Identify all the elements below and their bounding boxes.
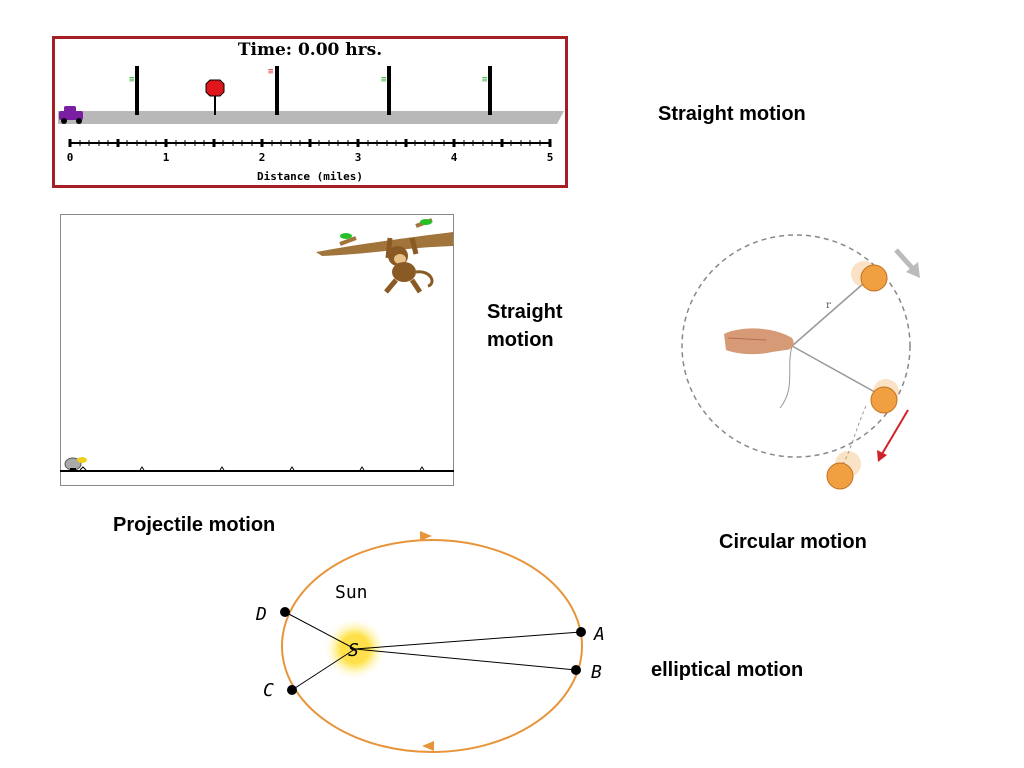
circular-motion-diagram: r — [676, 228, 944, 498]
elliptical-orbit-diagram: Sun S A B C D — [250, 530, 630, 762]
axis-tick-labels: 0 1 2 3 4 5 — [67, 151, 554, 164]
orbit-direction-arrow — [422, 741, 434, 751]
svg-text:≡: ≡ — [129, 75, 135, 85]
cannon-icon — [64, 457, 87, 472]
car-simulation-panel: Time: 0.00 hrs. ≡ ≡ ≡ ≡ 0 1 2 — [52, 36, 568, 188]
tick-label: 4 — [451, 151, 458, 164]
tick-label: 2 — [259, 151, 266, 164]
tick-label: 1 — [163, 151, 170, 164]
orbit-point — [576, 627, 586, 637]
velocity-arrow — [881, 409, 909, 455]
elliptical-motion-label: elliptical motion — [651, 659, 804, 681]
monkey-projectile-svg — [60, 214, 454, 486]
time-label: Time: 0.00 hrs. — [238, 40, 382, 60]
elliptical-orbit-svg: Sun S A B C D — [255, 531, 605, 753]
elliptical-orbit — [281, 539, 583, 753]
orbit-point — [571, 665, 581, 675]
motion-arrow — [894, 248, 916, 272]
axis-minor-ticks — [79, 140, 541, 146]
point-b-label: B — [591, 662, 602, 683]
orbit-direction-arrow — [420, 531, 432, 541]
straight-motion-label-1: Straight motion — [658, 103, 806, 125]
straight-motion-label-2: Straight motion — [487, 301, 563, 351]
stop-sign-icon — [205, 79, 225, 97]
radius-label: r — [826, 300, 831, 311]
sun-point-label: S — [348, 640, 359, 661]
road — [58, 111, 564, 124]
svg-text:≡: ≡ — [482, 75, 488, 85]
tick-label: 5 — [547, 151, 554, 164]
car-icon — [59, 106, 83, 124]
projectile-motion-label: Projectile motion — [113, 514, 276, 536]
point-d-label: D — [255, 604, 267, 625]
string — [791, 275, 873, 347]
monkey-projectile-panel — [60, 214, 454, 486]
ball — [860, 264, 888, 292]
tick-label: 0 — [67, 151, 74, 164]
axis-major-ticks — [68, 139, 552, 147]
svg-text:≡: ≡ — [381, 75, 387, 85]
ball — [870, 386, 898, 414]
distance-axis-label: Distance (miles) — [257, 170, 363, 183]
signal-post-3: ≡ — [381, 66, 391, 115]
sun-label: Sun — [335, 582, 368, 603]
signal-post-2: ≡ — [268, 66, 279, 115]
stop-sign-post — [205, 79, 225, 115]
signal-post-1: ≡ — [129, 66, 139, 115]
car-simulation-svg: Time: 0.00 hrs. ≡ ≡ ≡ ≡ 0 1 2 — [52, 36, 568, 188]
orbit-point — [280, 607, 290, 617]
signal-post-4: ≡ — [482, 66, 492, 115]
hand-icon — [724, 328, 794, 355]
circular-motion-label: Circular motion — [719, 531, 867, 553]
tree-branch — [316, 232, 453, 256]
svg-text:≡: ≡ — [268, 67, 274, 77]
point-a-label: A — [593, 624, 605, 645]
monkey-icon — [384, 237, 434, 294]
ball — [826, 462, 854, 490]
circular-path — [681, 234, 911, 458]
orbit-point — [287, 685, 297, 695]
point-c-label: C — [263, 680, 274, 701]
circular-motion-svg: r — [681, 234, 920, 490]
tick-label: 3 — [355, 151, 362, 164]
